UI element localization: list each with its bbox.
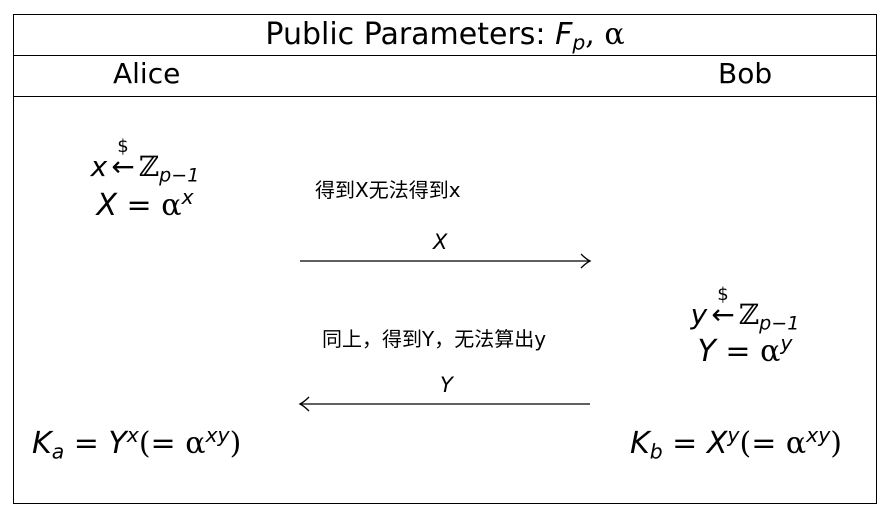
alice-pub-base: α [161,188,182,223]
bob-pub-base: α [760,334,781,369]
bob-arrow-glyph: ← [711,298,735,331]
message-2-arrow-head [298,396,310,412]
bob-sample-arrow: $← [711,284,735,332]
bob-sample-dollar: $ [717,284,729,305]
page-title: Public Parameters: Fp, α [13,16,877,54]
alice-key-paren-exp: xy [205,422,230,447]
alice-sample: x$←ℤp−1 [40,136,250,187]
bob-key-paren-exp: xy [806,422,831,447]
party-bob: Bob [718,57,773,90]
title-rest: , α [585,17,625,52]
alice-sample-var: x [90,150,108,183]
title-field-sub: p [572,30,586,55]
bob-key-base: X [706,426,728,461]
bob-shared-key: Kb = Xy(= αxy) [630,422,842,464]
header-divider [13,55,877,56]
alice-public-value: X = αx [96,184,194,223]
alice-key-exp: x [126,422,139,447]
bob-key-lhs: K [630,426,650,461]
alice-shared-key: Ka = Yx(= αxy) [32,422,242,464]
alice-sample-dollar: $ [117,136,129,157]
alice-key-sub: a [51,439,65,464]
alice-pub-lhs: X [96,188,117,223]
message-2-note: 同上，得到Y，无法算出y [322,327,547,351]
title-text: Public Parameters: [265,17,556,52]
alice-group-sub: p−1 [159,164,200,187]
parties-divider [13,96,877,97]
party-alice: Alice [113,57,181,90]
bob-pub-exp: y [780,330,793,355]
message-2-arrow [298,396,590,412]
bob-public-value: Y = αy [697,330,793,369]
bob-key-paren-close: ) [830,426,842,461]
alice-sample-arrow: $← [111,136,135,184]
message-1-note: 得到X无法得到x [315,178,461,202]
alice-key-base: Y [108,426,127,461]
message-1-arrow-head [580,253,592,269]
bob-sample-var: y [690,298,708,331]
alice-key-paren-open: (= α [138,426,206,461]
message-2-label: Y [440,373,453,397]
bob-key-paren-open: (= α [739,426,807,461]
message-1-label: X [433,230,448,254]
bob-group-sub: p−1 [759,312,800,335]
bob-sample: y$←ℤp−1 [640,284,850,335]
bob-key-sub: b [649,439,663,464]
alice-key-lhs: K [32,426,52,461]
bob-group: ℤ [738,298,760,331]
message-1-arrow [300,253,592,269]
protocol-frame [13,14,877,504]
bob-pub-lhs: Y [697,334,716,369]
bob-key-exp: y [727,422,740,447]
alice-arrow-glyph: ← [111,150,135,183]
alice-key-paren-close: ) [229,426,242,461]
alice-pub-exp: x [181,184,194,209]
alice-group: ℤ [138,150,160,183]
title-field-var: F [555,17,573,52]
